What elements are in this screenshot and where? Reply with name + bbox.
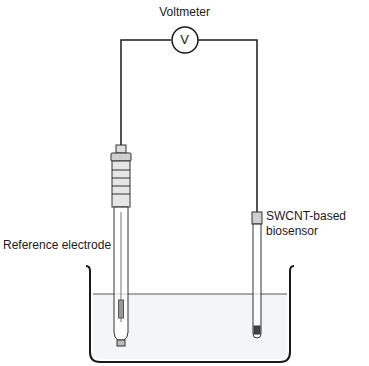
reference-electrode: [111, 145, 131, 346]
wire: [121, 40, 171, 146]
part-label: SWCNT-based biosensor: [266, 209, 356, 239]
electrode-grip: [112, 161, 130, 207]
junction: [117, 340, 125, 346]
grip-line: [112, 186, 130, 187]
instrument-name: Voltmeter: [159, 4, 210, 20]
sensor-tip: [254, 326, 260, 334]
grip-line: [112, 170, 130, 171]
electrode-body: [114, 207, 128, 340]
wires: [121, 40, 257, 212]
voltmeter: VoltmeterV: [159, 4, 210, 54]
meter-symbol: V: [171, 26, 199, 54]
sensor-cap: [252, 212, 262, 224]
inner-element: [119, 300, 124, 318]
meter-circle: V: [171, 26, 199, 54]
wire: [198, 40, 257, 212]
grip-line: [112, 194, 130, 195]
electrode-cap: [111, 153, 131, 161]
electrode-knob: [116, 145, 126, 153]
swcnt-biosensor: [252, 212, 262, 338]
sensor-body: [253, 224, 261, 338]
part-label: Reference electrode: [3, 238, 111, 253]
meter-ring: [172, 27, 198, 53]
grip-line: [112, 178, 130, 179]
